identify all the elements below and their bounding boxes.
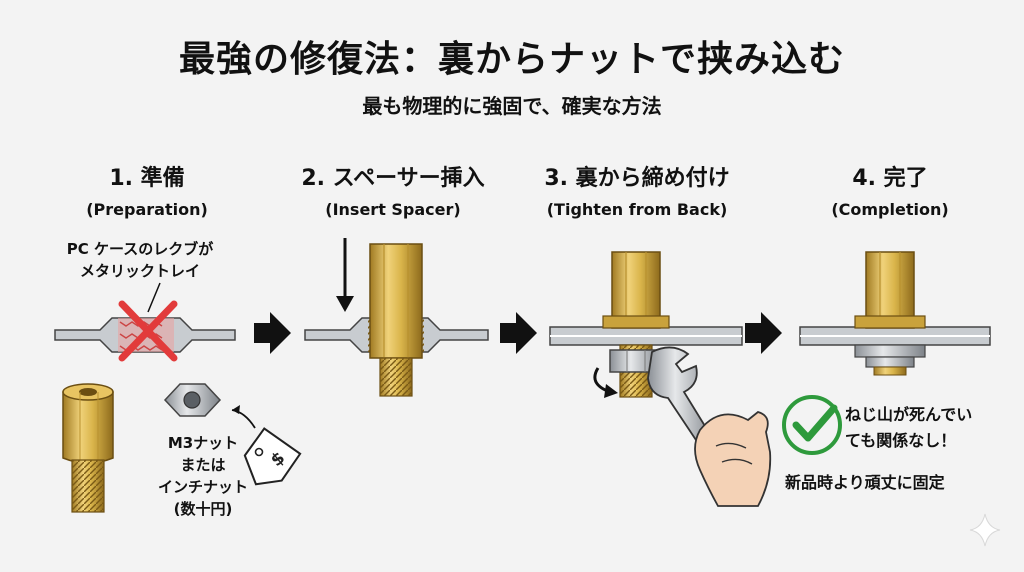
result-note: ねじ山が死んでい ても関係なし！ — [845, 402, 972, 454]
nut-note-line-3: インチナット — [157, 478, 248, 496]
completed-assembly — [854, 251, 926, 376]
step-3-english: (Tighten from Back) — [546, 200, 728, 219]
step-4-english: (Completion) — [831, 200, 949, 219]
step-2-title: 2. スペーサー挿入 — [301, 166, 485, 191]
loose-spacer — [62, 383, 114, 513]
case-note-line-2: メタリックトレイ — [79, 262, 200, 280]
flow-arrow-1 — [254, 312, 291, 354]
sparkle-icon — [969, 513, 1001, 547]
inserted-spacer — [369, 243, 423, 397]
step-4-header: 4. 完了 (Completion) — [775, 160, 1005, 219]
page-title: 最強の修復法：裏からナットで挟み込む — [178, 39, 845, 80]
step-3-header: 3. 裏から締め付け (Tighten from Back) — [522, 160, 752, 219]
step-2-header: 2. スペーサー挿入 (Insert Spacer) — [278, 160, 508, 219]
flow-arrow-2 — [500, 312, 537, 354]
step-4-panel — [799, 326, 991, 346]
step-4-title: 4. 完了 — [852, 166, 928, 191]
step-2-english: (Insert Spacer) — [325, 200, 461, 219]
nut-note-line-4: (数十円) — [173, 500, 233, 518]
case-note-line-1: PC ケースのレクブが — [66, 240, 214, 258]
red-cross-icon — [118, 300, 178, 362]
check-circle-icon — [782, 395, 842, 455]
step-1-english: (Preparation) — [86, 200, 208, 219]
rotate-arrow-icon — [593, 367, 618, 398]
nut-pointer-arrow — [231, 409, 256, 429]
wrench-icon — [647, 346, 718, 454]
nut-note: M3ナット または インチナット (数十円) — [143, 432, 263, 520]
hand-icon — [694, 411, 772, 507]
result-line-2: ても関係なし！ — [845, 431, 957, 450]
result-line-1: ねじ山が死んでい — [845, 405, 973, 424]
nut-note-line-2: または — [180, 456, 226, 474]
insert-down-arrow — [336, 238, 354, 312]
result-line-3: 新品時より頑丈に固定 — [785, 473, 945, 492]
case-note-pointer — [147, 282, 161, 313]
price-tag-icon: $ — [243, 427, 302, 486]
case-note: PC ケースのレクブが メタリックトレイ — [40, 238, 240, 282]
step-3-panel — [549, 326, 743, 346]
step-1-header: 1. 準備 (Preparation) — [32, 160, 262, 219]
hex-nut — [163, 383, 222, 417]
flow-arrow-3 — [745, 312, 782, 354]
page-subtitle: 最も物理的に強固で、確実な方法 — [362, 94, 662, 118]
step-3-title: 3. 裏から締め付け — [544, 166, 730, 191]
nut-note-line-1: M3ナット — [167, 434, 239, 452]
step-1-title: 1. 準備 — [109, 166, 185, 191]
